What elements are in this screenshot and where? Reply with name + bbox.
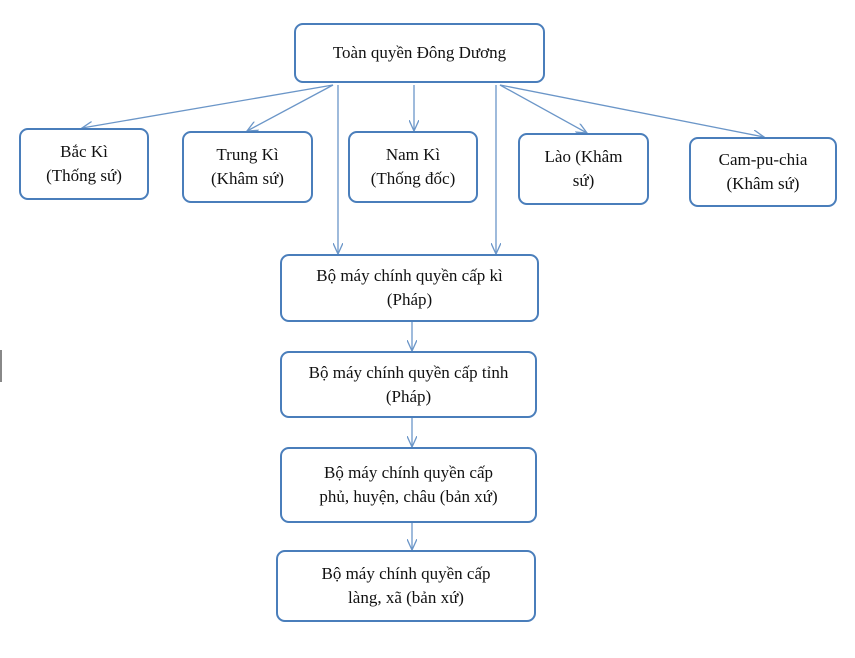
region-node-trung-ki: Trung Kì (Khâm sứ) xyxy=(182,131,313,203)
left-edge-mark xyxy=(0,350,2,382)
bac-ki-line-2: (Thống sứ) xyxy=(46,166,122,185)
region-node-nam-ki: Nam Kì (Thống đốc) xyxy=(348,131,478,203)
arrow-root-to-trung-ki xyxy=(247,84,334,131)
arrow-root-to-lao xyxy=(499,84,587,133)
region-node-cam-pu-chia: Cam-pu-chia (Khâm sứ) xyxy=(689,137,837,207)
level-node-cap-tinh: Bộ máy chính quyền cấp tỉnh (Pháp) xyxy=(280,351,537,418)
root-label-line-1: Toàn quyền Đông Dương xyxy=(332,43,507,62)
level-node-cap-huyen: Bộ máy chính quyền cấp phủ, huyện, châu … xyxy=(280,447,537,523)
root-node-toan-quyen: Toàn quyền Đông Dương xyxy=(294,23,545,83)
cam-pu-chia-line-1: Cam-pu-chia xyxy=(718,150,808,169)
level-node-cap-ki: Bộ máy chính quyền cấp kì (Pháp) xyxy=(280,254,539,322)
cam-pu-chia-line-2: (Khâm sứ) xyxy=(726,174,800,193)
bac-ki-line-1: Bắc Kì xyxy=(60,142,108,161)
region-node-bac-ki: Bắc Kì (Thống sứ) xyxy=(19,128,149,200)
cap-huyen-line-2: phủ, huyện, châu (bản xứ) xyxy=(319,487,498,506)
trung-ki-line-1: Trung Kì xyxy=(216,145,279,164)
lao-line-2: sứ) xyxy=(572,171,595,190)
cap-tinh-line-2: (Pháp) xyxy=(385,386,432,406)
cap-ki-line-1: Bộ máy chính quyền cấp kì xyxy=(316,266,503,285)
cap-xa-line-1: Bộ máy chính quyền cấp xyxy=(321,564,491,583)
cap-huyen-line-1: Bộ máy chính quyền cấp xyxy=(323,463,493,482)
arrow-root-to-cam-pu-chia xyxy=(499,84,764,137)
lao-line-1: Lào (Khâm xyxy=(544,147,623,166)
nam-ki-line-2: (Thống đốc) xyxy=(370,169,456,188)
region-node-lao: Lào (Khâm sứ) xyxy=(518,133,649,205)
level-node-cap-xa: Bộ máy chính quyền cấp làng, xã (bản xứ) xyxy=(276,550,536,622)
nam-ki-line-1: Nam Kì xyxy=(385,145,441,164)
arrow-root-to-bac-ki xyxy=(82,84,334,128)
cap-ki-line-2: (Pháp) xyxy=(386,290,433,309)
cap-xa-line-2: làng, xã (bản xứ) xyxy=(348,588,464,607)
cap-tinh-line-1: Bộ máy chính quyền cấp tỉnh xyxy=(308,362,509,382)
trung-ki-line-2: (Khâm sứ) xyxy=(211,169,284,188)
